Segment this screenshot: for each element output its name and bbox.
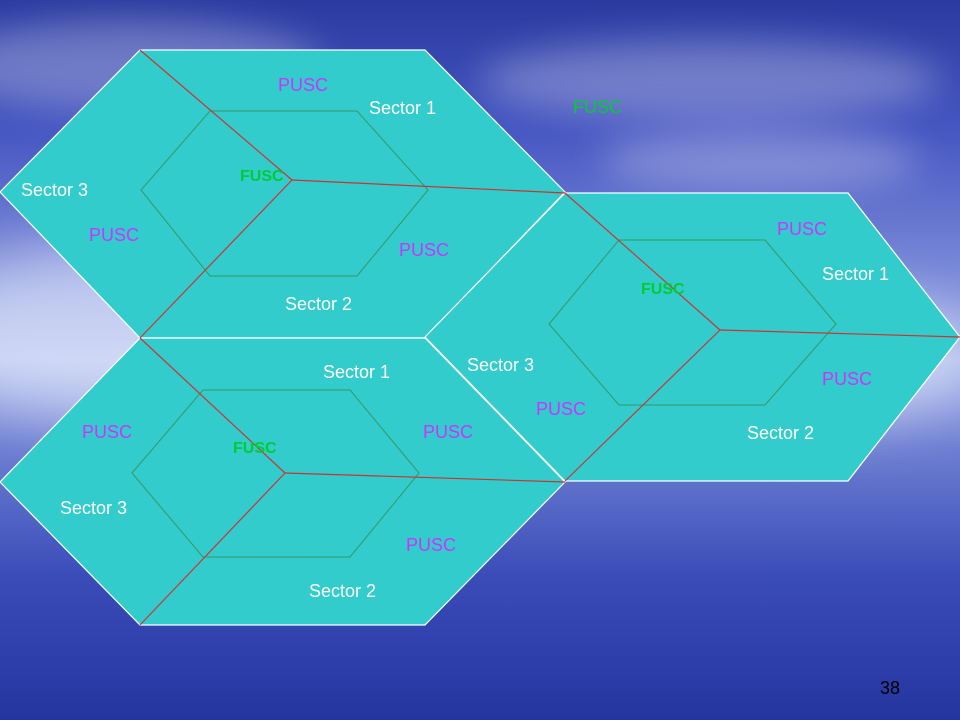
right-hexagon bbox=[424, 192, 960, 482]
right-sector-2: Sector 2 bbox=[747, 423, 814, 443]
top-left-fusc: FUSC bbox=[240, 168, 284, 185]
bottom-left-fusc: FUSC bbox=[233, 440, 277, 457]
right-pusc-left: PUSC bbox=[536, 399, 586, 419]
top-left-pusc-top: PUSC bbox=[278, 75, 328, 95]
bottom-left-sector-2: Sector 2 bbox=[309, 581, 376, 601]
right-pusc-top: PUSC bbox=[777, 219, 827, 239]
top-left-sector-2: Sector 2 bbox=[285, 294, 352, 314]
bottom-left-pusc-left: PUSC bbox=[82, 422, 132, 442]
top-left-pusc-right: PUSC bbox=[399, 240, 449, 260]
bottom-left-pusc-bottom: PUSC bbox=[406, 535, 456, 555]
bottom-left-sector-1: Sector 1 bbox=[323, 362, 390, 382]
right-sector-1: Sector 1 bbox=[822, 264, 889, 284]
bottom-left-pusc-right: PUSC bbox=[423, 422, 473, 442]
bottom-left-hexagon bbox=[0, 337, 566, 626]
right-fusc: FUSC bbox=[641, 281, 685, 298]
bottom-left-inner-hexagon bbox=[131, 389, 420, 558]
top-left-inner-hexagon bbox=[140, 110, 429, 277]
bottom-left-sector-3: Sector 3 bbox=[60, 498, 127, 518]
top-left-sector-1: Sector 1 bbox=[369, 98, 436, 118]
top-left-pusc-left: PUSC bbox=[89, 225, 139, 245]
floating-fusc-label: FUSC bbox=[573, 97, 622, 117]
right-sector-3: Sector 3 bbox=[467, 355, 534, 375]
right-inner-hexagon bbox=[548, 239, 837, 406]
right-pusc-right: PUSC bbox=[822, 369, 872, 389]
top-left-sector-3: Sector 3 bbox=[21, 180, 88, 200]
sector-lines bbox=[139, 49, 960, 626]
page-number: 38 bbox=[880, 678, 901, 698]
